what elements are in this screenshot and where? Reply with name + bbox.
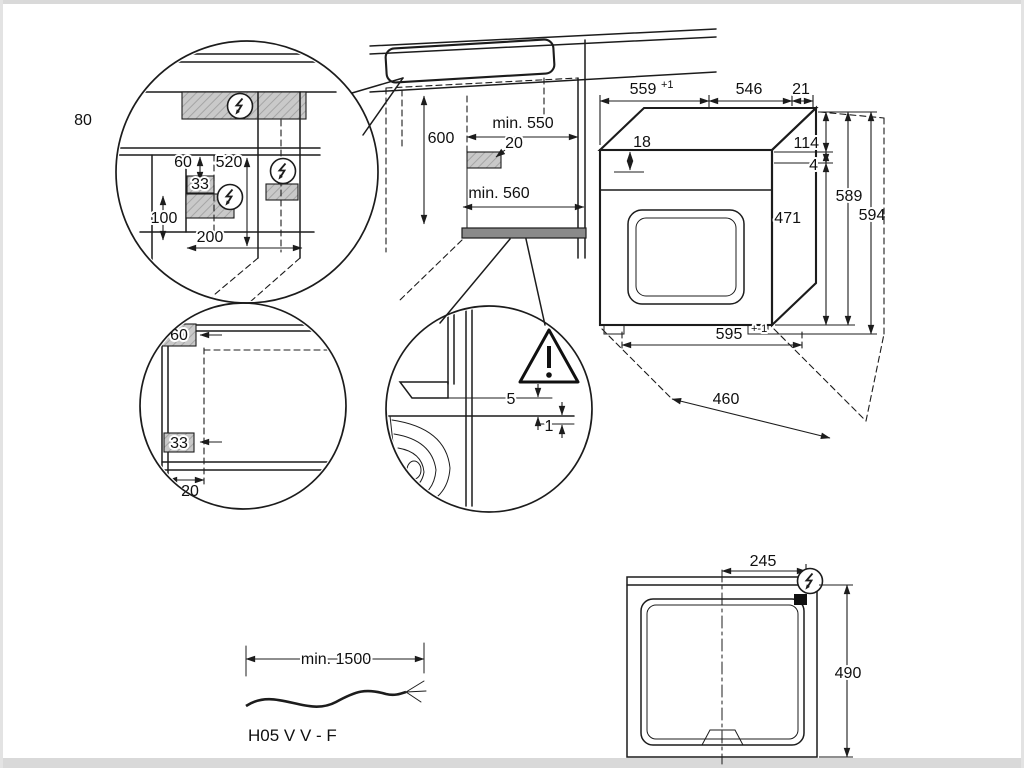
block-33 (163, 432, 195, 453)
dim-label-21: 21 (792, 81, 810, 98)
dim-label-471: 471 (774, 210, 801, 227)
detail-circle-corner-blocks: 60 33 20 (139, 302, 347, 510)
dim-label-20: 20 (505, 135, 523, 152)
oven-door-window (627, 209, 745, 305)
oven-foot (747, 324, 769, 335)
lightning-icon (796, 567, 824, 595)
side-connection-block (265, 183, 299, 201)
dim-label-33: 33 (170, 435, 188, 452)
cabinet-niche: 600 min. 550 20 min. 560 (385, 39, 587, 326)
dim-label-min560: min. 560 (468, 185, 529, 202)
dim-label-114: 114 (793, 135, 819, 152)
oven-front-face (598, 148, 774, 327)
dim-label-4: 4 (809, 157, 818, 174)
cable-type-label: H05 V V - F (248, 726, 337, 745)
spacer-block (466, 151, 502, 169)
dim-label-18: 18 (633, 134, 651, 151)
detail-circle-outline (139, 302, 347, 510)
junction-box (794, 594, 807, 605)
dim-label-520: 520 (216, 154, 243, 171)
oven-foot (603, 324, 625, 335)
page-edge-left (0, 0, 3, 768)
dim-label-60: 60 (174, 154, 192, 171)
warning-triangle-icon (518, 328, 580, 384)
support-bracket (398, 381, 449, 399)
dim-label-559-tolerance: +1 (661, 79, 674, 91)
detail-circle-outline (385, 305, 593, 513)
oven-top-view: 245 490 (626, 551, 863, 765)
dim-label-460: 460 (713, 391, 740, 408)
dim-label-100: 100 (151, 210, 178, 227)
dim-label-594: 594 (859, 207, 886, 224)
dim-label-80: 80 (74, 112, 92, 129)
detail-circle-installation-heights: 80 60 520 33 100 200 (72, 40, 404, 304)
lightning-icon (216, 183, 244, 211)
page-edge-bottom (0, 758, 1024, 768)
lightning-icon (269, 157, 297, 185)
hob-cutout (384, 38, 556, 84)
dim-label-1: 1 (545, 418, 554, 435)
lightning-icon (226, 92, 254, 120)
wood-grain (389, 415, 451, 509)
dim-label-559: 559 (630, 81, 657, 98)
dim-label-600: 600 (428, 130, 455, 147)
cable-line (245, 689, 407, 708)
bottom-shelf (461, 227, 587, 239)
dim-label-595-tolerance: +-1 (751, 323, 767, 335)
page-edge-top (0, 0, 1024, 4)
dim-label-200: 200 (197, 229, 224, 246)
worktop (369, 28, 717, 149)
page-edge-right (1021, 0, 1024, 768)
dim-label-min550: min. 550 (492, 115, 553, 132)
dim-label-595: 595 (716, 326, 743, 343)
dim-label-589: 589 (836, 188, 863, 205)
detail-circle-floor-gap: 5 1 (385, 305, 593, 513)
dim-label-5: 5 (507, 391, 516, 408)
cable-spec: min. 1500 H05 V V - F (245, 642, 427, 747)
dim-label-min1500: min. 1500 (301, 651, 371, 668)
dim-label-33: 33 (191, 176, 209, 193)
dim-label-490: 490 (835, 665, 862, 682)
dim-label-546: 546 (736, 81, 763, 98)
oven-perspective: 559 +1 546 21 18 114 4 471 589 594 595 +… (597, 77, 887, 439)
dim-label-245: 245 (750, 553, 777, 570)
topview-notch (701, 729, 744, 746)
